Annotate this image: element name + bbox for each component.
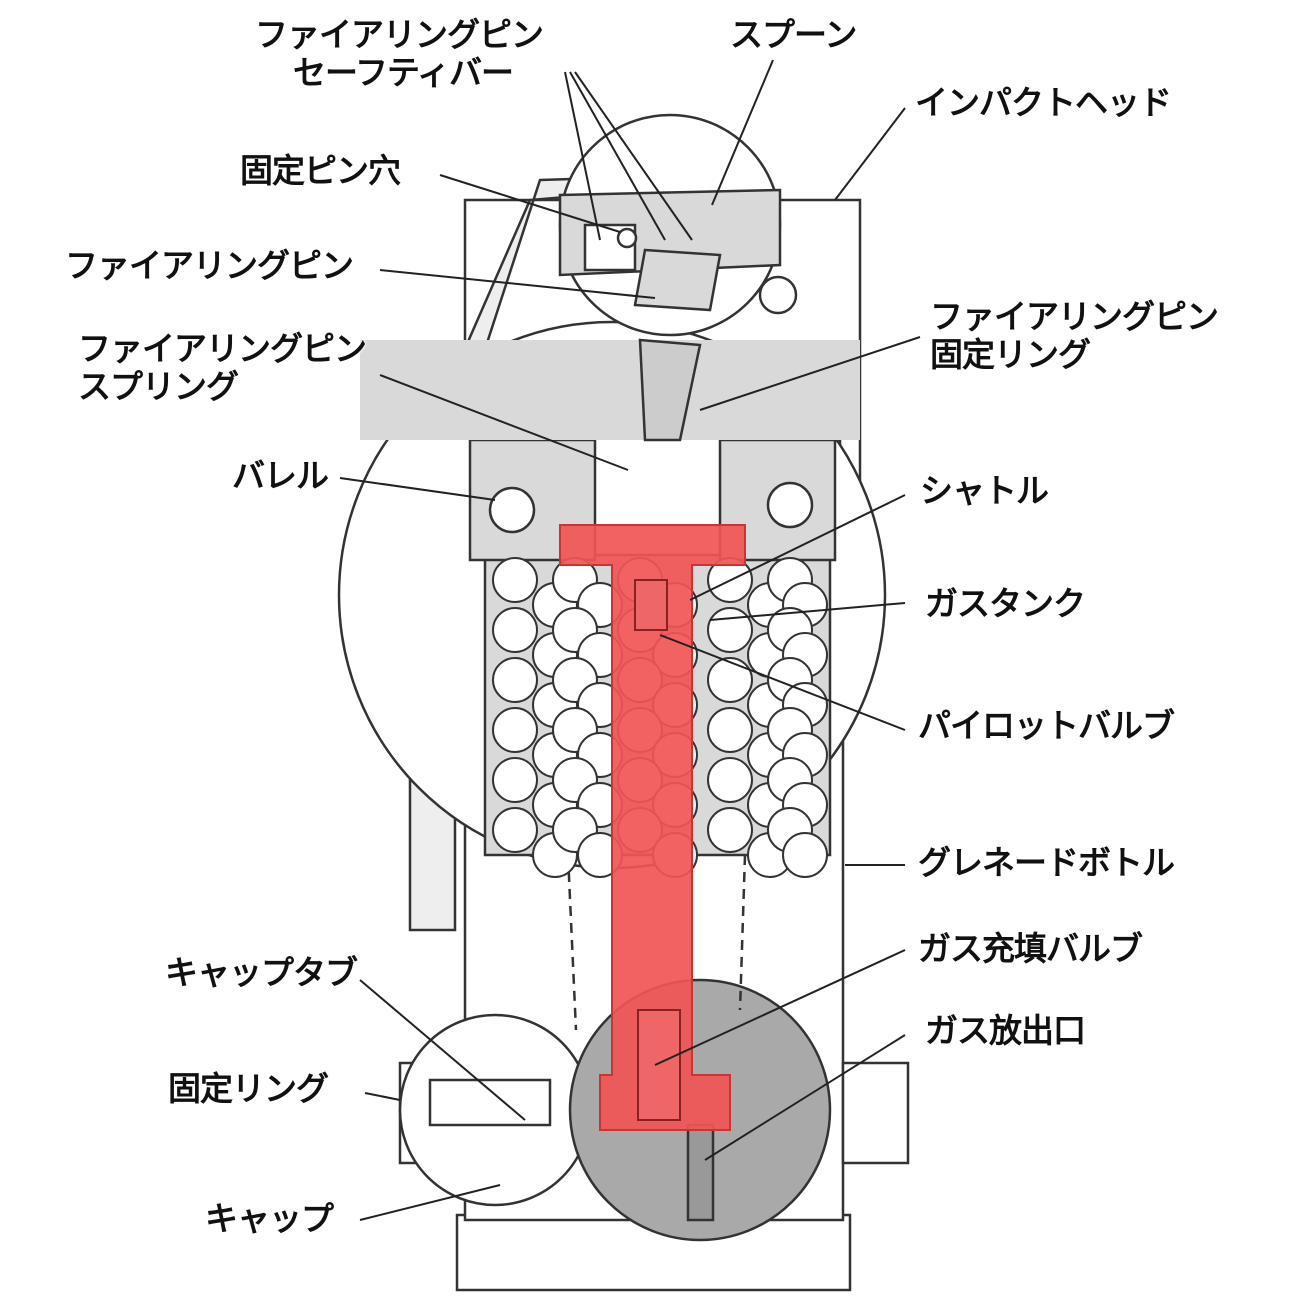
label-cap: キャップ <box>205 1199 334 1238</box>
label-firing-pin: ファイアリングピン <box>65 246 354 285</box>
label-shuttle: シャトル <box>920 471 1049 510</box>
dashed-line <box>738 854 747 1011</box>
label-gas-tank: ガスタンク <box>925 584 1086 623</box>
pilot-valve <box>634 579 668 631</box>
bb-ball <box>492 807 538 853</box>
bb-ball <box>492 707 538 753</box>
bb-ball <box>782 832 828 878</box>
label-firing-pin-ring: ファイアリングピン固定リング <box>930 297 1219 374</box>
barrel-ring-left <box>488 486 536 534</box>
label-gas-fill-valve: ガス充填バルブ <box>918 929 1143 968</box>
dashed-line <box>566 854 578 1031</box>
cap-tab-slot <box>428 1078 552 1127</box>
firing-pin-shaft <box>638 338 702 442</box>
label-grenade-bottle: グレネードボトル <box>918 843 1175 882</box>
label-impact-head: インパクトヘッド <box>915 83 1172 122</box>
gas-outlet <box>686 1123 715 1222</box>
bb-ball <box>707 757 753 803</box>
bb-ball <box>707 607 753 653</box>
fixing-pin-hole <box>616 227 638 249</box>
firing-pin <box>633 248 722 312</box>
label-line: ファイアリングピン <box>255 15 544 54</box>
label-fixing-pin-hole: 固定ピン穴 <box>240 151 401 190</box>
bb-ball <box>707 657 753 703</box>
label-fixing-ring: 固定リング <box>168 1069 329 1108</box>
right-flange <box>841 1061 910 1165</box>
shuttle-highlight <box>559 524 746 1131</box>
bb-ball <box>492 657 538 703</box>
label-pilot-valve: パイロットバルブ <box>918 706 1175 745</box>
label-firing-pin-safety-bar: ファイアリングピンセーフティバー <box>255 15 544 92</box>
bb-ball <box>707 807 753 853</box>
gas-fill-valve <box>637 1009 681 1121</box>
label-cap-tab: キャップタブ <box>165 953 358 992</box>
label-firing-pin-spring: ファイアリングピンスプリング <box>78 329 367 406</box>
pivot <box>758 275 798 315</box>
bb-ball <box>492 607 538 653</box>
label-barrel: バレル <box>232 456 329 495</box>
bb-ball <box>492 757 538 803</box>
label-gas-outlet: ガス放出口 <box>925 1011 1086 1050</box>
label-line: ファイアリングピン <box>930 297 1219 336</box>
label-line: ファイアリングピン <box>78 329 367 368</box>
bb-ball <box>707 707 753 753</box>
barrel-ring-right <box>766 481 814 529</box>
label-line: 固定リング <box>930 335 1091 374</box>
head-section <box>360 340 860 440</box>
bb-ball <box>492 557 538 603</box>
label-spoon: スプーン <box>730 15 857 54</box>
leader-lines <box>339 59 921 1221</box>
label-line: セーフティバー <box>293 53 514 92</box>
label-line: スプリング <box>78 367 239 406</box>
